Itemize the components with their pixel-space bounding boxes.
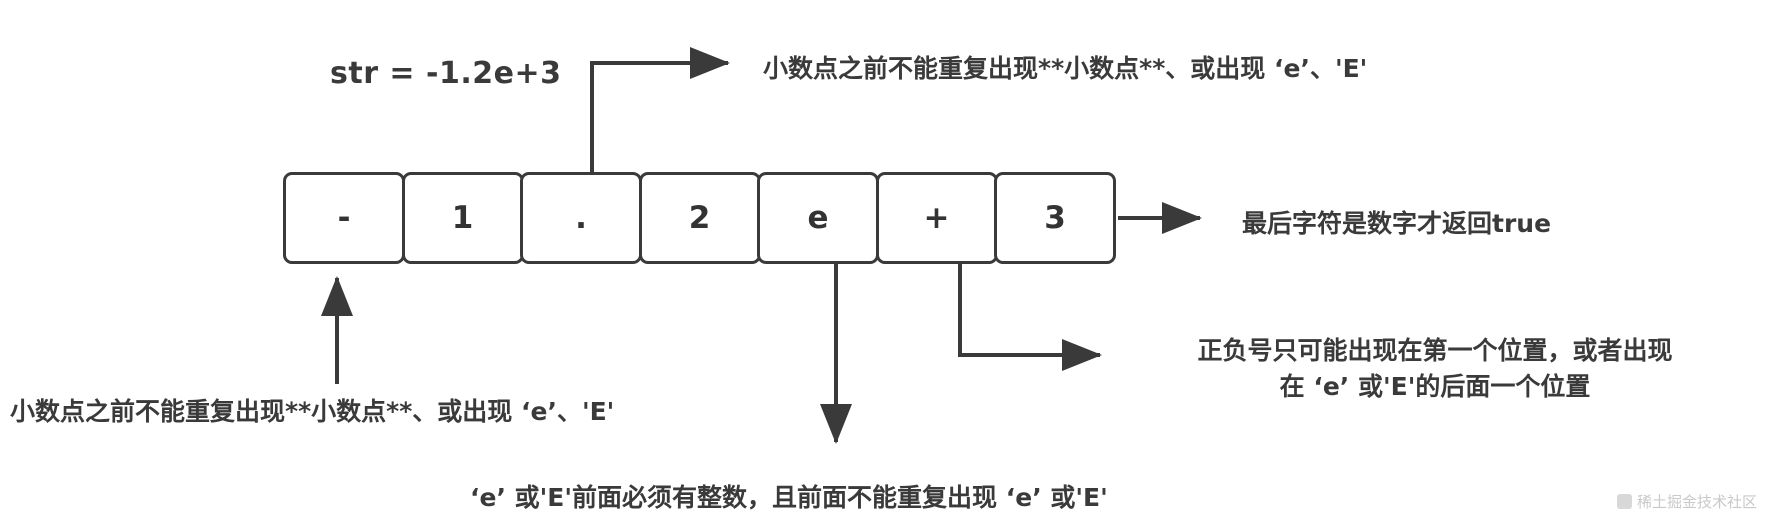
character-cell-row: - 1 . 2 e + 3 [283, 172, 1116, 264]
cell-e: e [757, 172, 879, 264]
cell-one: 1 [401, 172, 524, 264]
cell-dot: . [520, 172, 642, 264]
arrow-plus-to-sign-rule [958, 264, 1102, 371]
annotation-right-rule: 最后字符是数字才返回true [1242, 209, 1552, 238]
annotation-bottom-rule: ‘e’ 或'E'前面必须有整数，且前面不能重复出现 ‘e’ 或'E' [470, 483, 1108, 512]
arrow-dot-to-top-rule [590, 47, 730, 172]
watermark-logo-icon [1616, 494, 1632, 509]
annotation-bottom-left-rule: 小数点之前不能重复出现**小数点**、或出现 ‘e’、'E' [10, 397, 615, 426]
cell-minus: - [283, 172, 405, 264]
cell-two: 2 [638, 172, 761, 264]
annotation-top-rule: 小数点之前不能重复出现**小数点**、或出现 ‘e’、'E' [763, 54, 1368, 83]
watermark-text: 稀土掘金技术社区 [1636, 493, 1757, 511]
cell-three: 3 [994, 172, 1116, 264]
watermark: 稀土掘金技术社区 [1616, 491, 1757, 512]
expression-label: str = -1.2e+3 [330, 56, 562, 91]
cell-plus: + [875, 172, 998, 264]
annotation-sign-rule: 正负号只可能出现在第一个位置，或者出现在 ‘e’ 或'E'的后面一个位置 [1197, 336, 1673, 402]
